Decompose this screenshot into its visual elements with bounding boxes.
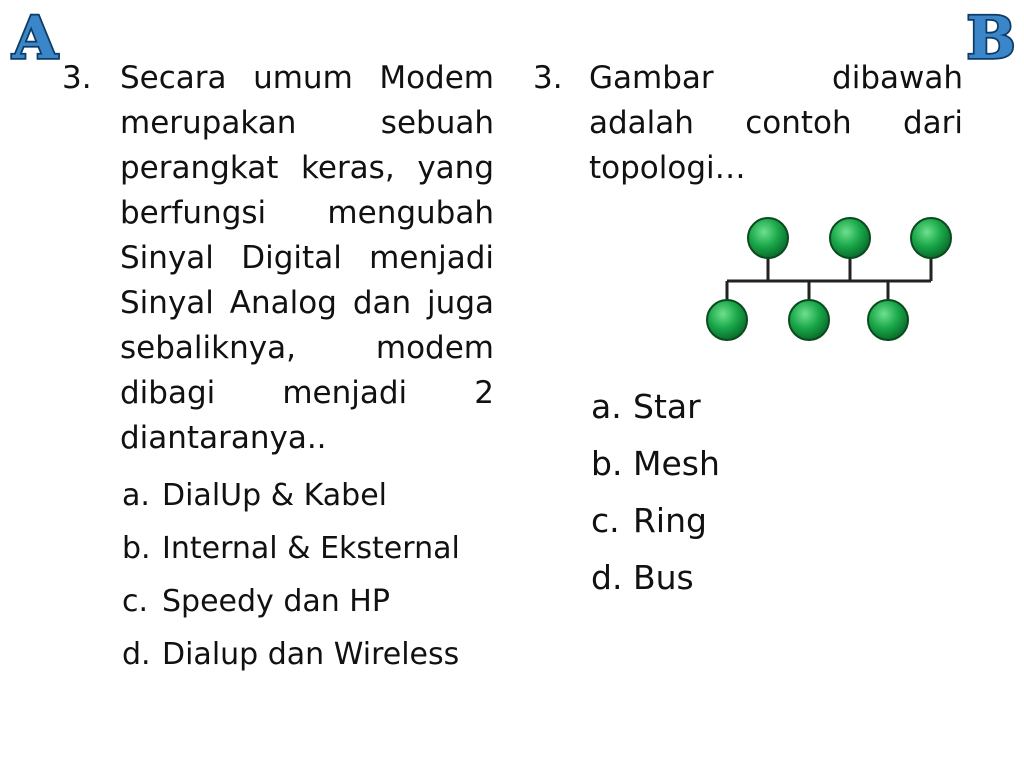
question-b-text: Gambar dibawah adalah contoh dari topolo… [589,60,963,186]
option-text: Dialup dan Wireless [162,637,460,672]
option-c[interactable]: c. Ring [591,492,720,549]
network-node [788,299,830,341]
bus-topology-diagram [706,217,952,341]
letter-b-badge-icon: B [965,2,1018,74]
option-d[interactable]: d. Bus [591,549,720,606]
badge-b: B [962,2,1020,74]
option-letter: b. [122,531,151,566]
network-node [910,217,952,259]
network-node [829,217,871,259]
option-letter: a. [591,387,622,426]
option-letter: c. [122,584,149,619]
option-text: Ring [633,501,707,540]
option-letter: d. [122,637,151,672]
question-a-number: 3. [62,60,92,96]
option-letter: c. [591,501,620,540]
network-node [747,217,789,259]
badge-a-letter: A [11,6,58,68]
option-c[interactable]: c. Speedy dan HP [122,575,494,628]
letter-a-badge-icon: A [10,2,61,74]
option-text: Internal & Eksternal [162,531,460,566]
network-node [867,299,909,341]
option-d[interactable]: d. Dialup dan Wireless [122,628,494,681]
question-b: 3. Gambar dibawah adalah contoh dari top… [533,56,963,191]
question-a-text: Secara umum Modem merupakan sebuah peran… [120,60,494,456]
option-b[interactable]: b. Internal & Eksternal [122,522,494,575]
option-letter: d. [591,558,623,597]
badge-a: A [6,2,64,74]
network-node [706,299,748,341]
option-text: DialUp & Kabel [162,478,387,513]
option-b[interactable]: b. Mesh [591,435,720,492]
option-a[interactable]: a. Star [591,378,720,435]
badge-b-letter: B [966,6,1015,68]
option-text: Mesh [633,444,720,483]
option-text: Bus [633,558,694,597]
question-a-options: a.DialUp & Kabel b.Internal & Eksternal … [122,469,494,681]
option-a[interactable]: a. DialUp & Kabel [122,469,494,522]
option-letter: b. [591,444,623,483]
option-letter: a. [122,478,150,513]
option-text: Speedy dan HP [162,584,390,619]
option-text: Star [633,387,701,426]
question-b-number: 3. [533,60,563,96]
question-a: 3. Secara umum Modem merupakan sebuah pe… [62,56,494,681]
question-b-options: a. Star b. Mesh c. Ring d. Bus [591,378,720,606]
